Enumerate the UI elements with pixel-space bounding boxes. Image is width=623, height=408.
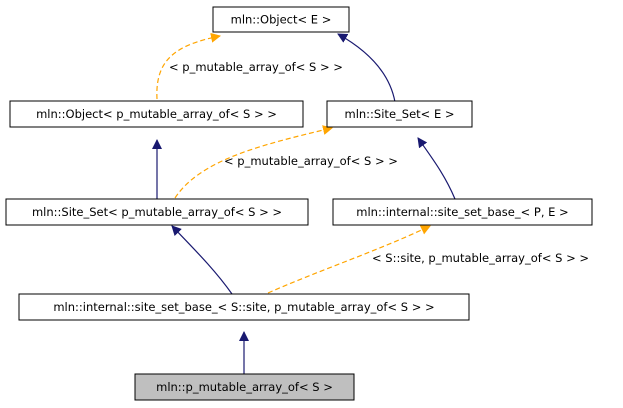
node-p-mutable-array-of[interactable]: mln::p_mutable_array_of< S > bbox=[134, 373, 355, 401]
node-label: mln::internal::site_set_base_< S::site, … bbox=[53, 300, 434, 314]
node-site-set-e[interactable]: mln::Site_Set< E > bbox=[326, 100, 473, 128]
edge-site-set-e-to-object bbox=[337, 33, 396, 103]
edge-base-spma-to-site-set-pma bbox=[171, 225, 233, 295]
node-label: mln::p_mutable_array_of< S > bbox=[156, 380, 333, 394]
node-label: mln::Site_Set< E > bbox=[345, 107, 455, 121]
edge-template-object bbox=[156, 32, 221, 100]
node-site-set-base-spma[interactable]: mln::internal::site_set_base_< S::site, … bbox=[18, 293, 470, 321]
node-object-pma[interactable]: mln::Object< p_mutable_array_of< S > > bbox=[9, 100, 304, 128]
edge-template-site-set bbox=[174, 125, 333, 199]
edge-label-base: < S::site, p_mutable_array_of< S > > bbox=[372, 251, 589, 265]
edge-base-pe-to-site-set-e bbox=[417, 137, 456, 200]
node-label: mln::Site_Set< p_mutable_array_of< S > > bbox=[32, 205, 282, 219]
node-site-set-pma[interactable]: mln::Site_Set< p_mutable_array_of< S > > bbox=[5, 198, 309, 226]
node-object-e[interactable]: mln::Object< E > bbox=[212, 6, 350, 33]
node-label: mln::Object< p_mutable_array_of< S > > bbox=[36, 107, 277, 121]
edge-template-base bbox=[267, 225, 431, 294]
node-label: mln::Object< E > bbox=[231, 13, 332, 27]
edge-label-site-set: < p_mutable_array_of< S > > bbox=[224, 154, 398, 168]
edge-label-object: < p_mutable_array_of< S > > bbox=[169, 60, 343, 74]
node-site-set-base-pe[interactable]: mln::internal::site_set_base_< P, E > bbox=[332, 198, 593, 226]
node-label: mln::internal::site_set_base_< P, E > bbox=[356, 205, 568, 219]
